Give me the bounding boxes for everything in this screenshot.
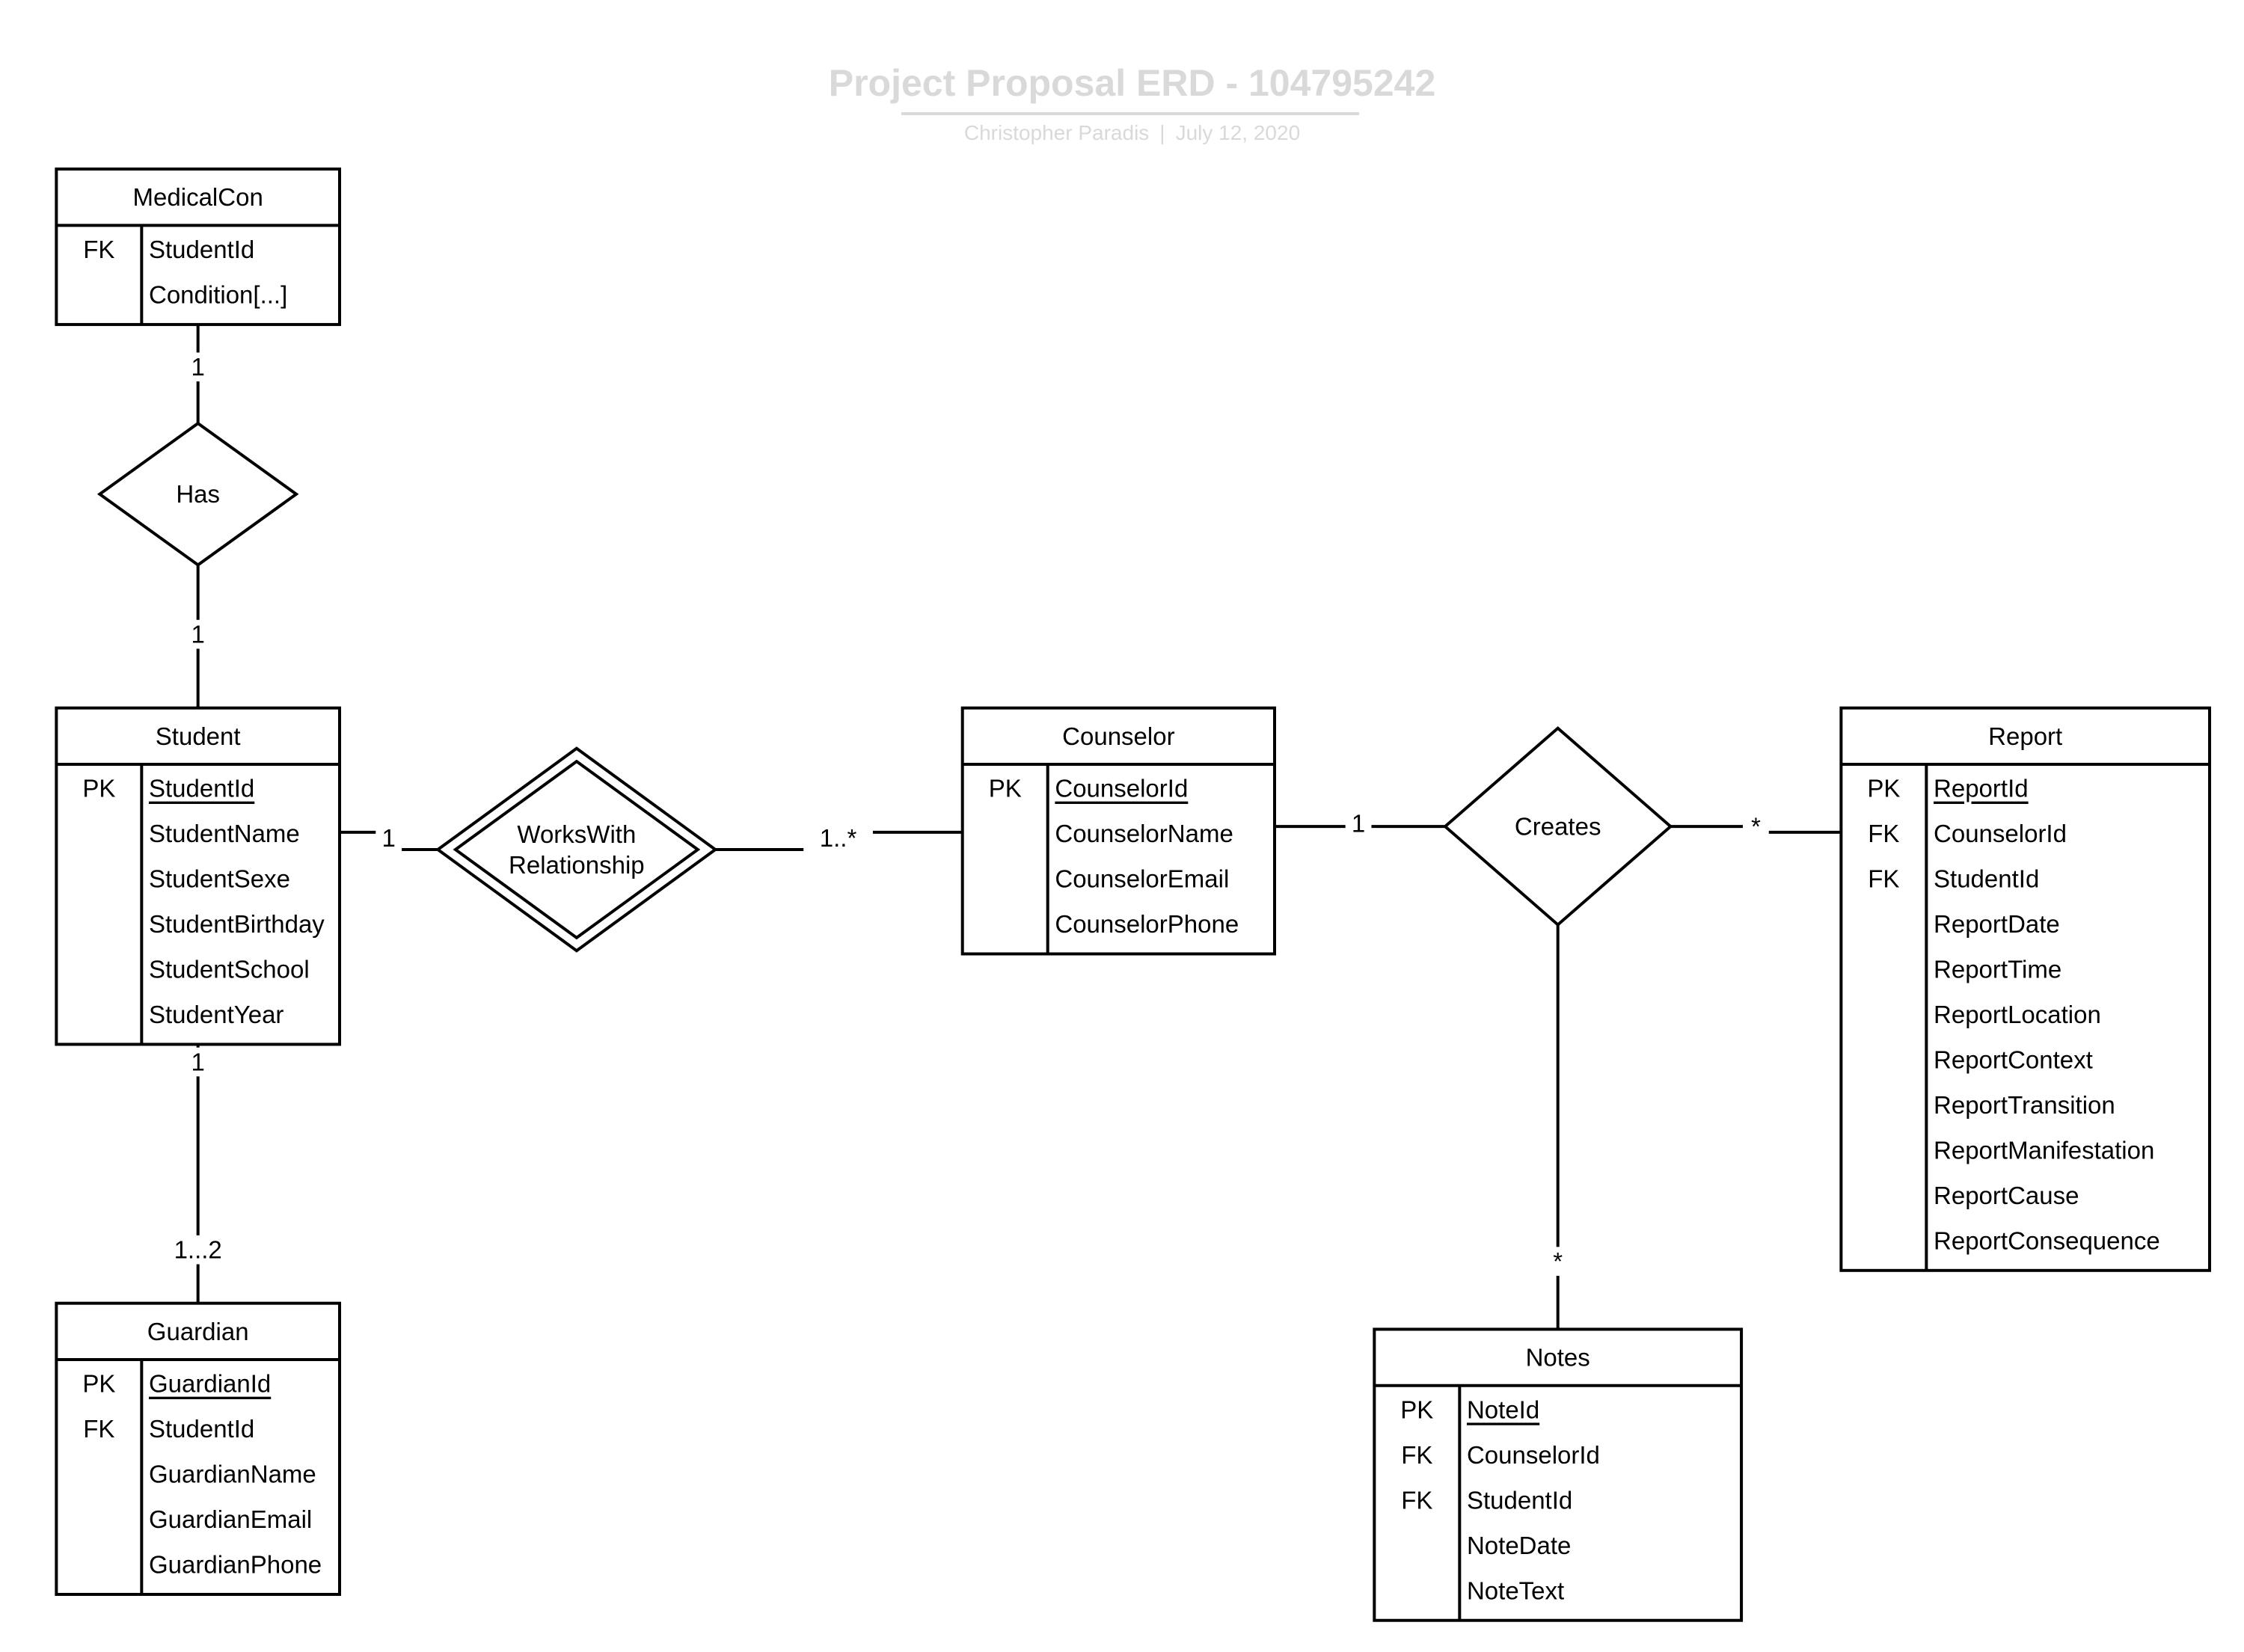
attribute-label: ReportContext [1934, 1046, 2093, 1074]
relationship-label: Creates [1515, 813, 1601, 841]
key-label: FK [83, 1415, 114, 1443]
attribute-label: CounselorName [1055, 820, 1233, 847]
cardinality-student-workswith: 1 [382, 824, 396, 852]
key-label: FK [1401, 1486, 1432, 1514]
counselor-entity-name: Counselor [1062, 722, 1174, 750]
cardinality-workswith-counselor: 1..* [820, 824, 857, 852]
relationship-diamond [435, 746, 718, 953]
attribute-label: ReportId [1934, 775, 2029, 802]
cardinality-has-student: 1 [191, 621, 205, 648]
key-label: PK [82, 775, 115, 802]
entity-border [1373, 1327, 1744, 1622]
attribute-label: StudentId [149, 775, 254, 802]
report-entity-name: Report [1988, 722, 2062, 750]
attribute-label: ReportDate [1934, 910, 2060, 938]
key-label: PK [82, 1370, 115, 1398]
attribute-label: CounselorId [1055, 775, 1188, 802]
attribute-label: GuardianName [149, 1461, 316, 1488]
attribute-label: ReportManifestation [1934, 1136, 2154, 1164]
diagram-date: July 12, 2020 [1175, 121, 1301, 144]
attribute-label: StudentId [149, 1415, 254, 1443]
diagram-subtitle: Christopher Paradis | July 12, 2020 [0, 121, 2244, 145]
key-label: PK [1400, 1395, 1433, 1423]
relationship-diamond [1442, 726, 1673, 927]
attribute-label: ReportCause [1934, 1182, 2079, 1209]
subtitle-separator: | [1159, 121, 1165, 144]
attribute-label: GuardianPhone [149, 1551, 322, 1579]
cardinality-creates-notes: * [1553, 1247, 1563, 1275]
attribute-label: NoteText [1467, 1576, 1564, 1604]
key-label: FK [1868, 820, 1899, 847]
attribute-label: CounselorPhone [1055, 910, 1239, 938]
relationship-label: Relationship [509, 851, 645, 879]
entity-border [55, 1301, 342, 1596]
key-label: PK [989, 775, 1022, 802]
cardinality-medicalcon-has: 1 [191, 353, 205, 381]
notes-entity-name: Notes [1526, 1344, 1590, 1372]
guardian-entity-name: Guardian [147, 1318, 249, 1345]
cardinality-background [185, 1047, 212, 1077]
cardinality-student-guardian-top: 1 [191, 1048, 205, 1076]
attribute-label: NoteDate [1467, 1532, 1571, 1559]
attribute-label: GuardianEmail [149, 1505, 312, 1533]
attribute-label: ReportTransition [1934, 1091, 2115, 1119]
cardinality-counselor-creates: 1 [1352, 810, 1365, 838]
attribute-label: ReportConsequence [1934, 1226, 2160, 1254]
attribute-label: StudentYear [149, 1001, 283, 1028]
attribute-label: StudentName [149, 820, 300, 847]
relationship-label: Has [176, 480, 220, 508]
relationship-diamond [96, 421, 299, 567]
entity-border [960, 706, 1277, 956]
relationship-inner-diamond [453, 759, 701, 940]
entity-border [1839, 706, 2212, 1272]
cardinality-labels: 1 1 1 1...2 1 1..* 1 * * [156, 352, 1769, 1276]
key-label: PK [1867, 775, 1900, 802]
attribute-label: StudentId [1934, 865, 2039, 893]
cardinality-background [1742, 811, 1769, 841]
attribute-label: NoteId [1467, 1395, 1539, 1423]
cardinality-background [1345, 808, 1372, 838]
cardinality-background [185, 352, 212, 382]
attribute-label: StudentSexe [149, 865, 290, 893]
cardinality-student-guardian-bottom: 1...2 [174, 1236, 222, 1264]
attribute-label: StudentBirthday [149, 910, 325, 938]
cardinality-background [375, 823, 402, 853]
creates-relationship[interactable]: Creates [1442, 726, 1673, 927]
attribute-label: CounselorId [1934, 820, 2067, 847]
attribute-label: ReportTime [1934, 956, 2061, 983]
author-name: Christopher Paradis [963, 121, 1150, 144]
attribute-label: GuardianId [149, 1370, 271, 1398]
attribute-label: CounselorId [1467, 1441, 1600, 1469]
cardinality-background [1545, 1247, 1572, 1276]
key-label: FK [83, 236, 114, 263]
cardinality-background [803, 823, 873, 853]
medicalcon-entity-name: MedicalCon [133, 183, 263, 211]
relationship-label: WorksWith [517, 820, 636, 848]
attribute-label: StudentId [1467, 1486, 1572, 1514]
attribute-label: Condition[...] [149, 281, 287, 309]
attribute-label: StudentSchool [149, 956, 310, 983]
entity-border [55, 168, 342, 326]
diagram-title: Project Proposal ERD - 104795242 [828, 62, 1436, 104]
key-label: FK [1401, 1441, 1432, 1469]
title-underline [901, 112, 1359, 115]
cardinality-creates-report: * [1751, 813, 1761, 841]
has-relationship[interactable]: Has [96, 421, 299, 567]
attribute-label: CounselorEmail [1055, 865, 1229, 893]
cardinality-background [185, 619, 212, 649]
cardinality-background [156, 1235, 240, 1265]
key-label: FK [1868, 865, 1899, 893]
student-entity-name: Student [156, 722, 241, 750]
attribute-label: ReportLocation [1934, 1001, 2101, 1028]
attribute-label: StudentId [149, 236, 254, 263]
